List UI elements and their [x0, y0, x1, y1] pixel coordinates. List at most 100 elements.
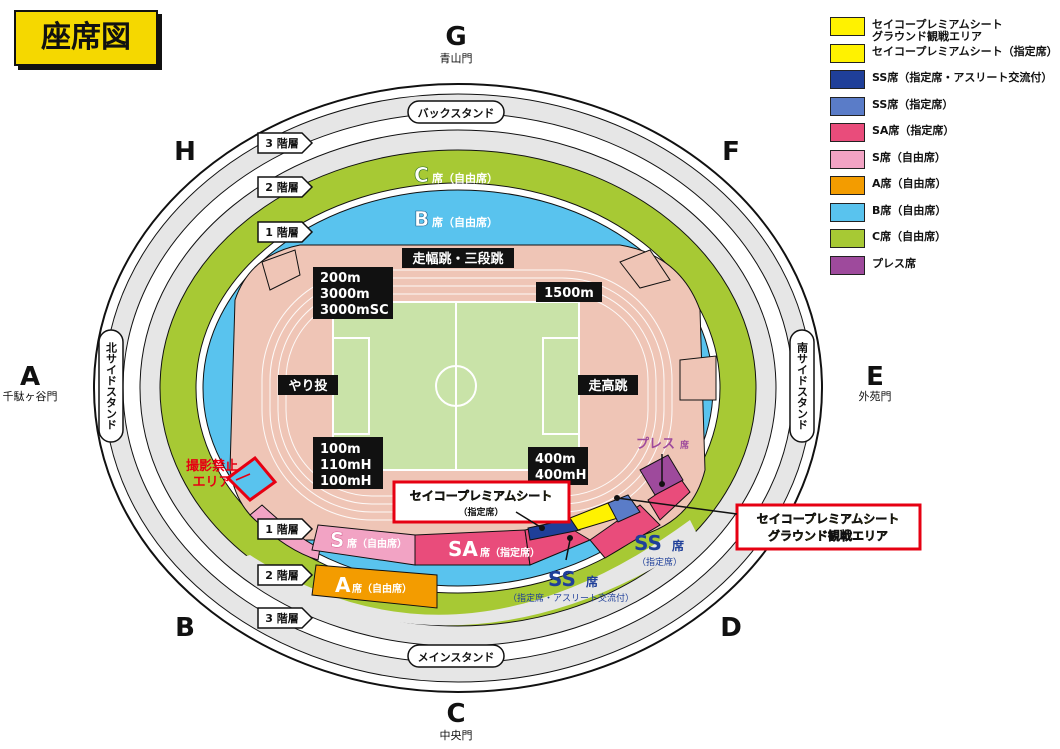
label-110mh: 110mH [320, 458, 372, 473]
main-stand-label: メインスタンド [418, 651, 495, 664]
svg-text:3 階層: 3 階層 [265, 136, 298, 150]
a-seat-area[interactable] [311, 564, 438, 609]
premium-callout-line1: セイコープレミアムシート [410, 488, 552, 503]
svg-text:1 階層: 1 階層 [265, 225, 298, 239]
gate-b-letter: B [175, 613, 195, 643]
legend-item: S席（自由席） [830, 147, 1060, 174]
ground-callout-line1: セイコープレミアムシート [757, 511, 899, 526]
legend-swatch [830, 17, 865, 36]
gate-e-name: 外苑門 [859, 390, 892, 403]
gate-d-letter: D [720, 613, 742, 643]
legend-swatch [830, 176, 865, 195]
main-stand-pill [407, 644, 505, 668]
label-400mh: 400mH [535, 468, 587, 483]
label-3000m: 3000m [320, 287, 370, 302]
legend-label: S席（自由席） [872, 150, 946, 164]
back-stand-label: バックスタンド [418, 107, 495, 120]
label-3000msc: 3000mSC [320, 303, 389, 318]
gate-h-letter: H [174, 137, 196, 167]
premium-callout-line2: （指定席） [458, 506, 503, 518]
legend-swatch [830, 149, 865, 169]
svg-text:1 階層: 1 階層 [265, 522, 298, 536]
legend-item: セイコープレミアムシート（指定席） [830, 41, 1060, 68]
s-seat-label: S [330, 528, 344, 552]
floor-tag-lower-2: 2 階層 [257, 564, 314, 586]
north-stand-label: 北サイドスタンド [105, 341, 118, 430]
a-seat-sub: 席（自由席） [352, 582, 412, 595]
no-photo-line2: エリア [192, 475, 231, 490]
gate-a-name: 千駄ヶ谷門 [3, 389, 58, 403]
legend-item: SS席（指定席） [830, 94, 1060, 121]
press-suffix: 席 [680, 439, 689, 451]
ss-right-sub: （指定席） [637, 556, 682, 568]
s-seat-sub: 席（自由席） [347, 537, 407, 550]
legend-label: A席（自由席） [872, 177, 947, 190]
legend-label: プレス席 [872, 256, 916, 270]
label-high-jump: 走高跳 [588, 378, 627, 394]
field-label-group [278, 248, 638, 489]
label-1500m: 1500m [544, 286, 594, 301]
label-400m: 400m [535, 452, 576, 467]
legend-item: B席（自由席） [830, 200, 1060, 227]
legend-label: SS席（指定席・アスリート交流付） [872, 71, 1053, 84]
sa-seat-sub: 席（指定席） [480, 546, 540, 559]
ground-callout-box [735, 503, 922, 551]
ss-right-suffix: 席 [672, 538, 684, 553]
label-100mh: 100mH [320, 474, 372, 489]
a-seat-label: A [335, 573, 351, 597]
legend-label: セイコープレミアムシート [872, 18, 1003, 31]
gate-a-letter: A [20, 362, 40, 392]
b-seat-sub: 席（自由席） [432, 215, 498, 229]
north-stand-pill [98, 329, 124, 443]
legend-label-2: グラウンド観戦エリア [872, 30, 982, 43]
legend-item: A席（自由席） [830, 173, 1060, 200]
gate-c-letter: C [446, 699, 465, 729]
label-long-jump: 走幅跳・三段跳 [412, 251, 503, 267]
gate-e-letter: E [866, 362, 884, 392]
svg-text:3 階層: 3 階層 [265, 611, 298, 625]
page-title: 座席図 [14, 10, 158, 66]
legend-swatch [830, 255, 865, 275]
svg-text:2 階層: 2 階層 [265, 568, 298, 582]
legend-label: SS席（指定席） [872, 97, 954, 111]
no-photo-area [225, 455, 278, 502]
label-200m: 200m [320, 271, 361, 286]
legend-swatch [830, 229, 865, 248]
legend-label: セイコープレミアムシート（指定席） [872, 44, 1058, 58]
legend-item: セイコープレミアムシートグラウンド観戦エリア [830, 14, 1060, 43]
ss-seat-area[interactable] [607, 494, 641, 523]
ss-main-sub: （指定席・アスリート交流付） [508, 592, 634, 604]
ss-main-label: SS [548, 567, 576, 591]
ss-right-label: SS [634, 531, 662, 555]
floor-tag-upper-2: 2 階層 [257, 176, 314, 198]
legend-swatch [830, 123, 865, 142]
gate-f-letter: F [722, 137, 740, 167]
label-javelin: やり投 [288, 378, 327, 394]
floor-tag-upper-3: 3 階層 [257, 132, 314, 154]
svg-text:2 階層: 2 階層 [265, 180, 298, 194]
label-100m: 100m [320, 442, 361, 457]
legend-swatch [830, 70, 865, 89]
legend-swatch [830, 202, 865, 222]
c-seat-label: C [414, 163, 429, 187]
floor-tag-lower-1: 1 階層 [257, 518, 314, 540]
floor-tag-upper-1: 1 階層 [257, 221, 314, 243]
floor-tag-lower-3: 3 階層 [257, 607, 314, 629]
no-photo-line1: 撮影禁止 [186, 458, 238, 474]
sa-seat-label: SA [448, 537, 478, 561]
page-title-text: 座席図 [41, 20, 131, 55]
legend-swatch [830, 96, 865, 116]
ground-callout-line2: グラウンド観戦エリア [768, 528, 888, 543]
legend-item: C席（自由席） [830, 226, 1060, 253]
legend-label: B席（自由席） [872, 203, 947, 217]
legend-item: SA席（指定席） [830, 120, 1060, 147]
gate-c-name: 中央門 [440, 729, 473, 742]
gate-g-name: 青山門 [440, 52, 473, 65]
press-label: プレス [636, 437, 675, 452]
legend: セイコープレミアムシートグラウンド観戦エリアセイコープレミアムシート（指定席） S… [830, 14, 1060, 279]
main-stand-lower-gray [230, 520, 700, 626]
legend-item: SS席（指定席・アスリート交流付） [830, 67, 1060, 94]
south-stand-label: 南サイドスタンド [796, 341, 809, 430]
legend-label: C席（自由席） [872, 230, 947, 243]
